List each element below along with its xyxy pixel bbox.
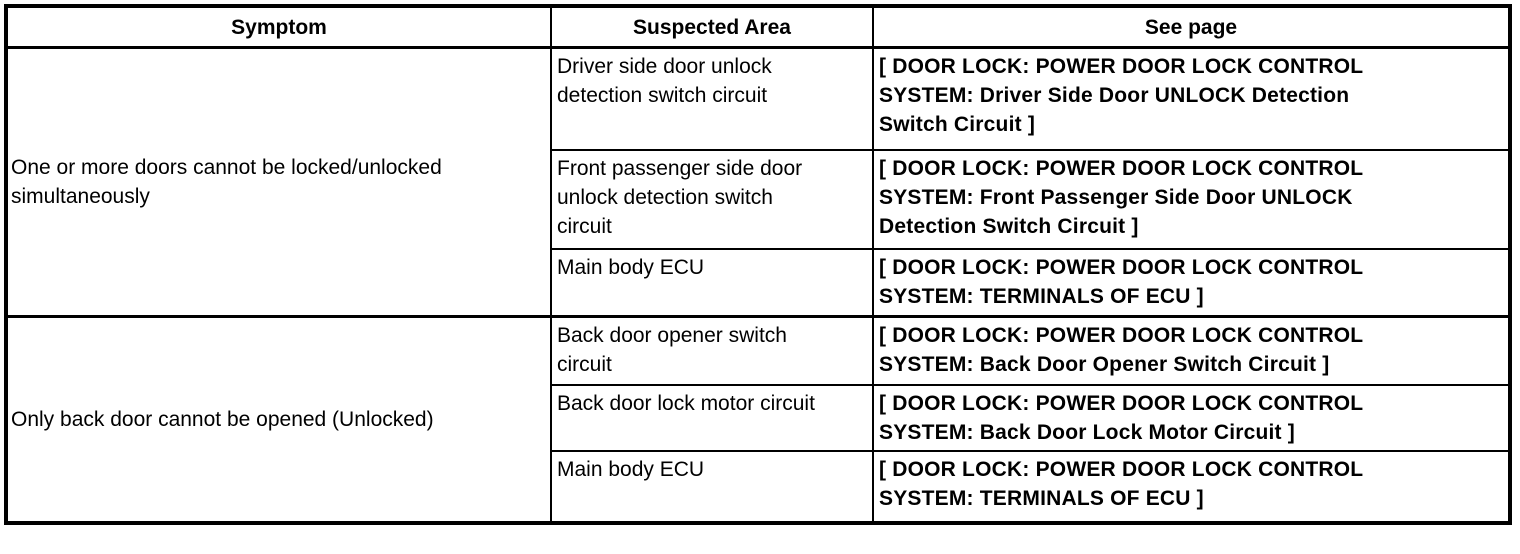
suspected-area-cell: Front passenger side door unlock detecti… [550, 148, 874, 250]
see-page-cell: [ DOOR LOCK: POWER DOOR LOCK CONTROL SYS… [872, 148, 1511, 250]
header-cell-suspected-area: Suspected Area [550, 5, 874, 49]
table-row: Main body ECU [ DOOR LOCK: POWER DOOR LO… [6, 449, 1511, 524]
header-cell-symptom: Symptom [5, 5, 552, 49]
table-row: Back door lock motor circuit [ DOOR LOCK… [6, 383, 1511, 452]
suspected-area-cell: Back door opener switch circuit [550, 315, 874, 386]
suspected-area-cell: Back door lock motor circuit [550, 383, 874, 452]
see-page-cell: [ DOOR LOCK: POWER DOOR LOCK CONTROL SYS… [872, 315, 1511, 386]
see-page-cell: [ DOOR LOCK: POWER DOOR LOCK CONTROL SYS… [872, 383, 1511, 452]
table-header-row: Symptom Suspected Area See page [5, 5, 1511, 49]
table-row: Only back door cannot be opened (Unlocke… [5, 315, 1511, 524]
header-cell-see-page: See page [872, 5, 1511, 49]
table-row: One or more doors cannot be locked/unloc… [5, 46, 1511, 318]
suspected-area-cell: Main body ECU [550, 247, 874, 318]
see-page-cell: [ DOOR LOCK: POWER DOOR LOCK CONTROL SYS… [872, 46, 1511, 151]
symptom-cell-group2: Only back door cannot be opened (Unlocke… [5, 315, 552, 524]
suspected-area-cell: Main body ECU [550, 449, 874, 524]
table-row: Front passenger side door unlock detecti… [6, 148, 1511, 250]
see-page-cell: [ DOOR LOCK: POWER DOOR LOCK CONTROL SYS… [872, 247, 1511, 318]
table-row: Main body ECU [ DOOR LOCK: POWER DOOR LO… [6, 247, 1511, 318]
see-page-cell: [ DOOR LOCK: POWER DOOR LOCK CONTROL SYS… [872, 449, 1511, 524]
symptom-cell-group1: One or more doors cannot be locked/unloc… [5, 46, 552, 318]
suspected-area-cell: Driver side door unlock detection switch… [550, 46, 874, 151]
symptom-table: Symptom Suspected Area See page One or m… [4, 4, 1512, 525]
